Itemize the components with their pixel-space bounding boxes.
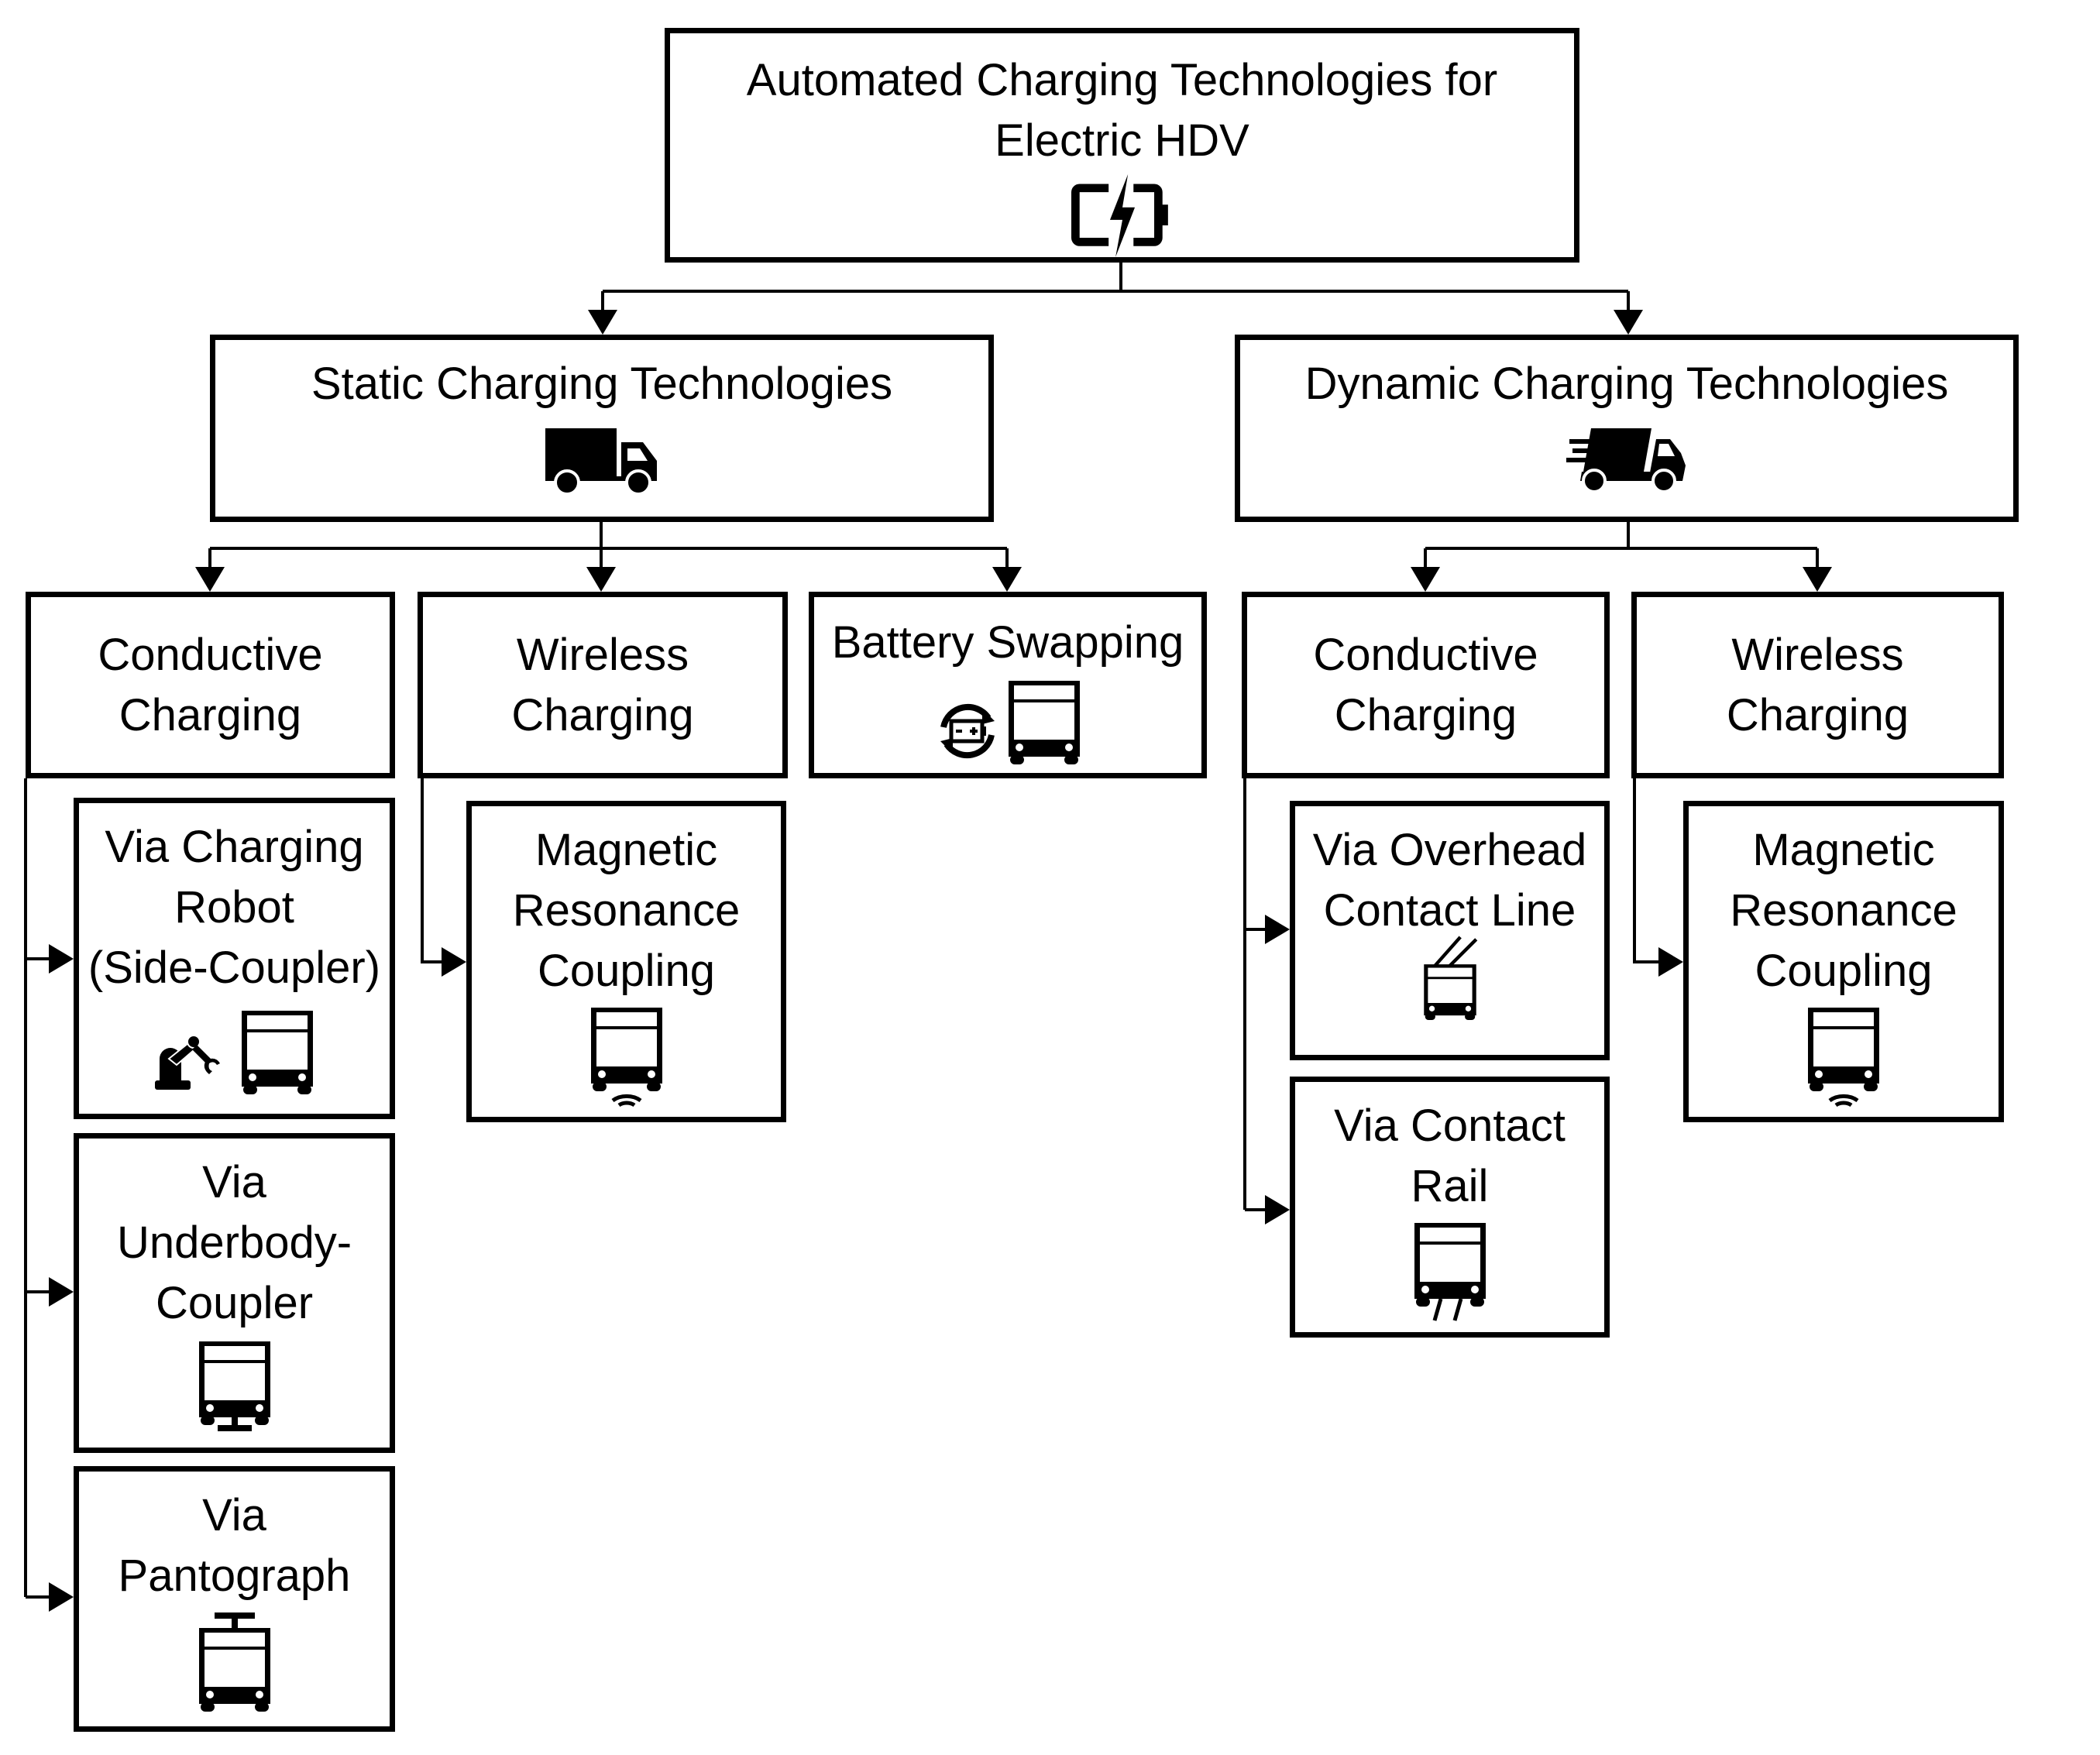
static-wireless-title: Wireless Charging xyxy=(511,629,694,740)
arrow-robot xyxy=(49,944,74,974)
underbody-coupler-node: Via Underbody- Coupler xyxy=(74,1133,395,1453)
dynamic-charging-node: Dynamic Charging Technologies xyxy=(1235,335,2019,522)
bus-wireless-icon xyxy=(1808,1008,1879,1107)
arrow-overhead xyxy=(1265,915,1290,944)
arrow-rail xyxy=(1265,1195,1290,1224)
static-conductive-node: Conductive Charging xyxy=(26,592,395,778)
dynamic-wireless-node: Wireless Charging xyxy=(1631,592,2004,778)
battery-swap-icon xyxy=(940,703,995,759)
static-charging-node: Static Charging Technologies xyxy=(210,335,994,522)
arrow-static-magnetic xyxy=(442,947,466,977)
arrow-pantograph xyxy=(49,1582,74,1612)
bus-wireless-icon xyxy=(590,1008,662,1107)
arrow-underbody xyxy=(49,1277,74,1307)
dynamic-charging-title: Dynamic Charging Technologies xyxy=(1304,359,1949,409)
overhead-contact-line-title: Via Overhead Contact Line xyxy=(1312,825,1587,936)
arrow-dynamic xyxy=(1614,310,1643,335)
connector-dynamic xyxy=(1425,522,1817,550)
contact-rail-node: Via Contact Rail xyxy=(1290,1077,1610,1338)
dynamic-magnetic-resonance-node: Magnetic Resonance Coupling xyxy=(1683,801,2004,1122)
pantograph-title: Via Pantograph xyxy=(118,1490,351,1601)
connector-dynamic-wireless-spine xyxy=(1633,778,1662,963)
underbody-coupler-title: Via Underbody- Coupler xyxy=(116,1157,352,1328)
bus-icon xyxy=(241,1011,313,1094)
bus-contact-rail-icon xyxy=(1414,1223,1486,1321)
connector-static-wireless-spine xyxy=(421,778,445,963)
static-magnetic-resonance-title: Magnetic Resonance Coupling xyxy=(512,825,741,996)
contact-rail-title: Via Contact Rail xyxy=(1334,1101,1566,1211)
root-node: Automated Charging Technologies for Elec… xyxy=(665,28,1579,263)
dynamic-magnetic-resonance-title: Magnetic Resonance Coupling xyxy=(1730,825,1957,996)
bus-icon xyxy=(1009,681,1080,764)
bus-pantograph-icon xyxy=(198,1612,270,1712)
truck-icon xyxy=(545,428,657,495)
pantograph-node: Via Pantograph xyxy=(74,1466,395,1732)
root-title: Automated Charging Technologies for Elec… xyxy=(746,55,1498,166)
static-conductive-title: Conductive Charging xyxy=(98,629,323,740)
robot-arm-icon xyxy=(154,1035,220,1090)
connector-root xyxy=(603,263,1628,293)
dynamic-conductive-node: Conductive Charging xyxy=(1242,592,1610,778)
charging-robot-title: Via Charging Robot (Side-Coupler) xyxy=(88,822,381,993)
arrow-dynamic-wireless xyxy=(1803,567,1832,592)
trolleybus-icon xyxy=(1423,936,1477,1020)
arrow-static-wireless xyxy=(586,567,616,592)
dynamic-conductive-title: Conductive Charging xyxy=(1313,629,1538,740)
moving-truck-icon xyxy=(1566,428,1686,493)
arrow-dynamic-conductive xyxy=(1411,567,1440,592)
static-magnetic-resonance-node: Magnetic Resonance Coupling xyxy=(466,801,786,1122)
arrow-static-conductive xyxy=(195,567,225,592)
overhead-contact-line-node: Via Overhead Contact Line xyxy=(1290,801,1610,1060)
charging-robot-node: Via Charging Robot (Side-Coupler) xyxy=(74,798,395,1119)
arrow-dynamic-magnetic xyxy=(1658,947,1683,977)
battery-swapping-title: Battery Swapping xyxy=(831,617,1184,668)
battery-swapping-node: Battery Swapping xyxy=(809,592,1207,778)
arrow-static xyxy=(588,310,617,335)
connector-static xyxy=(210,522,1007,550)
static-charging-title: Static Charging Technologies xyxy=(311,359,893,409)
battery-charging-icon xyxy=(1071,174,1168,257)
bus-underbody-coupler-icon xyxy=(198,1341,270,1431)
static-wireless-node: Wireless Charging xyxy=(418,592,788,778)
arrow-static-swapping xyxy=(992,567,1022,592)
dynamic-wireless-title: Wireless Charging xyxy=(1726,629,1909,740)
